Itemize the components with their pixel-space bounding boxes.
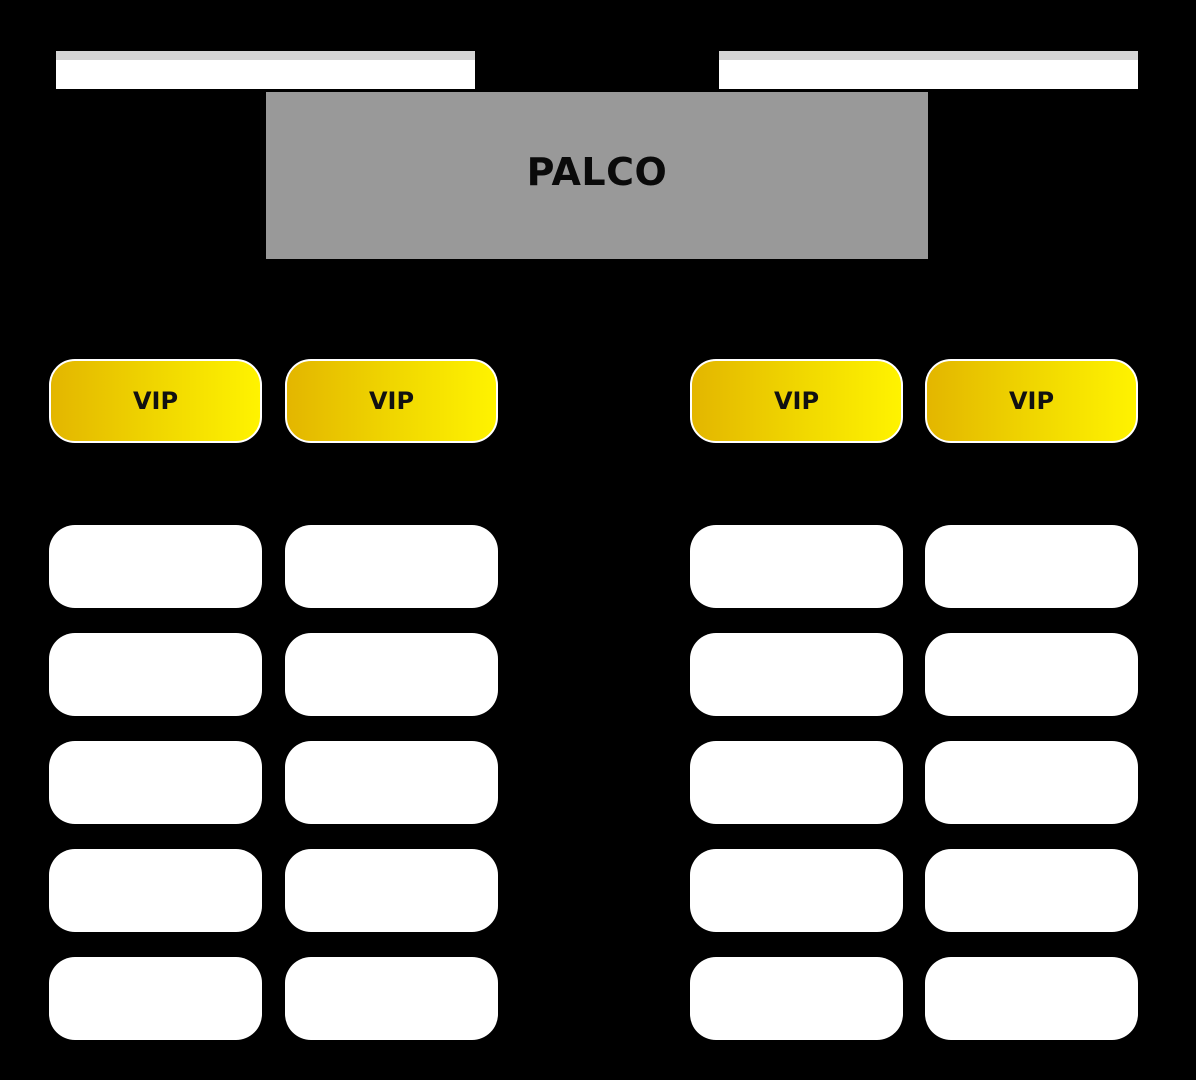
table-left-2-3[interactable] xyxy=(285,741,498,824)
vip-table-label: VIP xyxy=(132,387,179,415)
speaker-right xyxy=(719,51,1138,89)
vip-table-2[interactable]: VIP xyxy=(285,359,498,443)
table-left-1-4[interactable] xyxy=(49,849,262,932)
speaker-left xyxy=(56,51,475,89)
table-right-1-3[interactable] xyxy=(690,741,903,824)
table-left-1-3[interactable] xyxy=(49,741,262,824)
vip-table-1[interactable]: VIP xyxy=(49,359,262,443)
table-left-1-5[interactable] xyxy=(49,957,262,1040)
table-right-2-3[interactable] xyxy=(925,741,1138,824)
vip-table-label: VIP xyxy=(1008,387,1055,415)
table-right-1-1[interactable] xyxy=(690,525,903,608)
table-right-2-4[interactable] xyxy=(925,849,1138,932)
stage: PALCO xyxy=(266,92,928,259)
table-right-1-4[interactable] xyxy=(690,849,903,932)
vip-table-label: VIP xyxy=(368,387,415,415)
table-right-1-5[interactable] xyxy=(690,957,903,1040)
table-left-2-4[interactable] xyxy=(285,849,498,932)
table-left-1-1[interactable] xyxy=(49,525,262,608)
table-right-1-2[interactable] xyxy=(690,633,903,716)
table-right-2-5[interactable] xyxy=(925,957,1138,1040)
table-left-2-2[interactable] xyxy=(285,633,498,716)
vip-table-label: VIP xyxy=(773,387,820,415)
table-right-2-1[interactable] xyxy=(925,525,1138,608)
table-left-2-1[interactable] xyxy=(285,525,498,608)
table-right-2-2[interactable] xyxy=(925,633,1138,716)
table-left-1-2[interactable] xyxy=(49,633,262,716)
stage-label: PALCO xyxy=(526,149,668,194)
table-left-2-5[interactable] xyxy=(285,957,498,1040)
vip-table-3[interactable]: VIP xyxy=(690,359,903,443)
vip-table-4[interactable]: VIP xyxy=(925,359,1138,443)
